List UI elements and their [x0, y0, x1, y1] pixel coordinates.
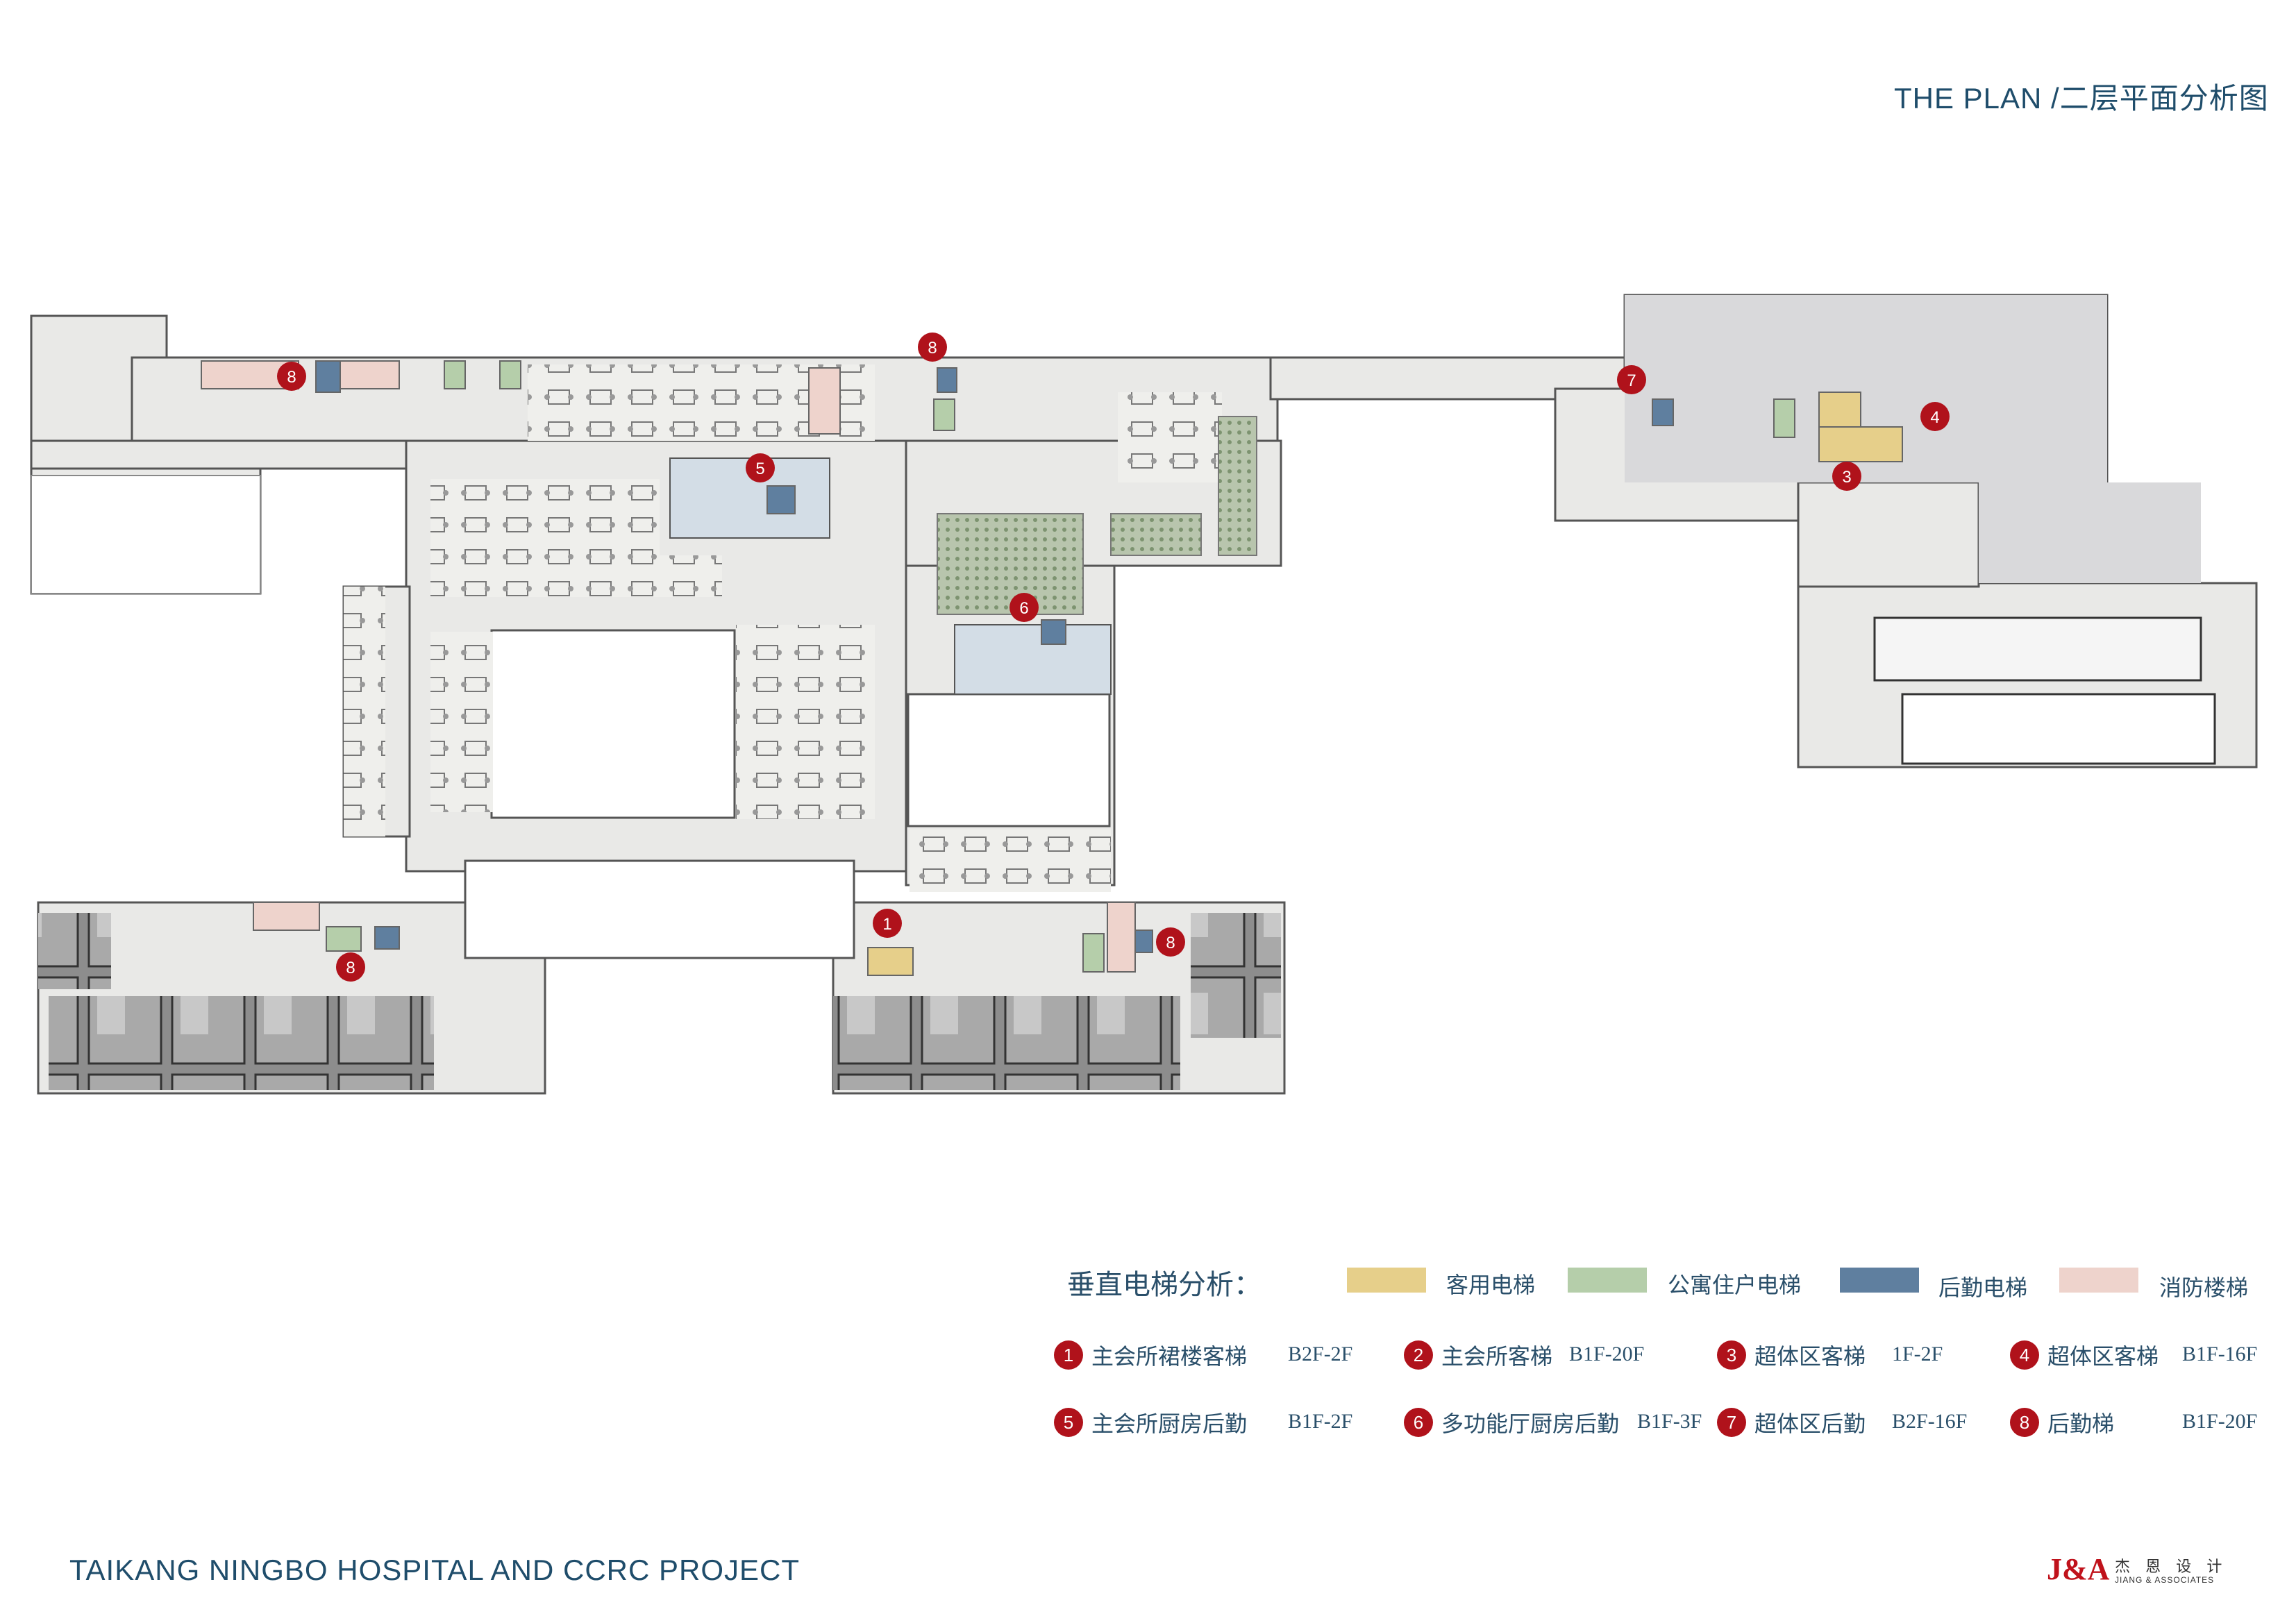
number-badge: 2 — [1404, 1340, 1433, 1370]
svg-text:8: 8 — [928, 339, 937, 358]
legend-item: 5 主会所厨房后勤 — [1054, 1406, 1247, 1439]
marker-8c: 8 — [336, 952, 365, 982]
item-name: 多功能厅厨房后勤 — [1441, 1411, 1620, 1436]
item-range: B1F-2F — [1288, 1410, 1353, 1433]
swatch-guest-elevator — [1347, 1268, 1426, 1293]
floor-plan: 8 8 7 4 3 5 6 1 8 8 — [30, 294, 2258, 1095]
marker-5: 5 — [746, 453, 775, 482]
svg-text:6: 6 — [1019, 599, 1028, 618]
company-logo: J&A 杰 恩 设 计 JIANG & ASSOCIATES — [2047, 1551, 2227, 1593]
svg-text:8: 8 — [1166, 934, 1175, 952]
item-range: B1F-20F — [2182, 1410, 2258, 1433]
legend-item: 3 超体区客梯 — [1717, 1338, 1866, 1372]
marker-6: 6 — [1009, 593, 1039, 622]
svg-text:7: 7 — [1627, 371, 1636, 390]
swatch-label: 客用电梯 — [1446, 1272, 1536, 1297]
legend-item: 1 主会所裙楼客梯 — [1054, 1338, 1247, 1372]
elevator-shafts — [201, 360, 1903, 976]
legend-item: 8 后勤梯 — [2010, 1406, 2114, 1439]
item-name: 超体区后勤 — [1754, 1411, 1866, 1436]
marker-4: 4 — [1920, 402, 1950, 431]
plan-markers: 8 8 7 4 3 5 6 1 8 8 — [277, 333, 1950, 982]
number-badge: 6 — [1404, 1408, 1433, 1437]
marker-8b: 8 — [918, 333, 947, 362]
marker-3: 3 — [1832, 462, 1861, 491]
item-range: B1F-3F — [1637, 1410, 1702, 1433]
logo-cn: 杰 恩 设 计 — [2115, 1558, 2228, 1575]
svg-text:3: 3 — [1842, 468, 1851, 487]
swatch-label: 后勤电梯 — [1938, 1275, 2028, 1300]
svg-text:8: 8 — [287, 368, 296, 387]
legend-heading: 垂直电梯分析： — [1067, 1270, 1262, 1300]
legend-item: 6 多功能厅厨房后勤 — [1404, 1406, 1619, 1439]
swatch-resident-elevator — [1568, 1268, 1647, 1293]
svg-text:4: 4 — [1930, 408, 1939, 427]
item-name: 超体区客梯 — [1754, 1344, 1866, 1369]
svg-text:5: 5 — [755, 460, 764, 478]
item-name: 超体区客梯 — [2047, 1344, 2159, 1369]
item-range: B1F-20F — [1569, 1343, 1645, 1365]
marker-7: 7 — [1617, 365, 1646, 394]
number-badge: 5 — [1054, 1408, 1083, 1437]
marker-8a: 8 — [277, 362, 306, 391]
swatch-label: 消防楼梯 — [2159, 1275, 2249, 1300]
item-name: 后勤梯 — [2047, 1411, 2115, 1436]
item-name: 主会所厨房后勤 — [1091, 1411, 1248, 1436]
item-range: B1F-16F — [2182, 1343, 2258, 1365]
legend-item: 4 超体区客梯 — [2010, 1338, 2159, 1372]
number-badge: 1 — [1054, 1340, 1083, 1370]
marker-1: 1 — [873, 909, 902, 938]
number-badge: 3 — [1717, 1340, 1746, 1370]
swatch-fire-stair — [2059, 1268, 2138, 1293]
logo-mark: J&A — [2047, 1552, 2110, 1586]
number-badge: 8 — [2010, 1408, 2039, 1437]
number-badge: 4 — [2010, 1340, 2039, 1370]
item-range: B2F-2F — [1288, 1343, 1353, 1365]
item-range: 1F-2F — [1892, 1343, 1943, 1365]
item-name: 主会所客梯 — [1441, 1344, 1553, 1369]
page-title: THE PLAN /二层平面分析图 — [1894, 82, 2269, 115]
number-badge: 7 — [1717, 1408, 1746, 1437]
legend-item: 2 主会所客梯 — [1404, 1338, 1552, 1372]
marker-8d: 8 — [1156, 927, 1185, 957]
item-name: 主会所裙楼客梯 — [1091, 1344, 1248, 1369]
svg-text:1: 1 — [882, 915, 891, 934]
svg-text:8: 8 — [346, 959, 355, 977]
swatch-label: 公寓住户电梯 — [1668, 1272, 1802, 1297]
project-name: TAIKANG NINGBO HOSPITAL AND CCRC PROJECT — [69, 1554, 801, 1586]
swatch-service-elevator — [1840, 1268, 1919, 1293]
item-range: B2F-16F — [1892, 1410, 1968, 1433]
legend-item: 7 超体区后勤 — [1717, 1406, 1866, 1439]
logo-en: JIANG & ASSOCIATES — [2115, 1575, 2215, 1585]
